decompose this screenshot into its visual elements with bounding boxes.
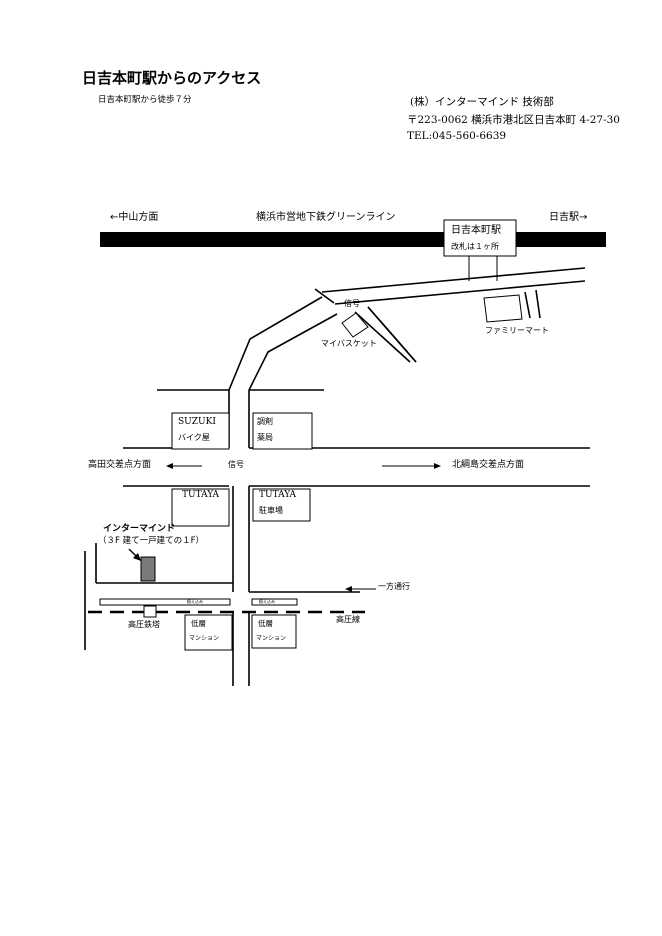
tutaya-parking-label-2: 駐車場 (259, 506, 283, 515)
station-box (443, 219, 517, 257)
power-tower (143, 605, 157, 618)
tower-label: 高圧鉄塔 (128, 620, 160, 629)
signal-upper-label: 信号 (344, 299, 360, 308)
page-subtitle: 日吉本町駅から徒歩７分 (98, 95, 192, 105)
left-direction-label: 高田交差点方面 (88, 460, 152, 470)
upper-roads (228, 267, 586, 391)
power-line-label: 高圧線 (336, 615, 360, 624)
one-way-label: 一方通行 (378, 582, 410, 591)
suzuki-label-1: SUZUKI (178, 417, 216, 427)
signal-lower-label: 信号 (228, 460, 244, 469)
mansion-left-building (184, 614, 233, 651)
planting-strip-left (99, 598, 231, 606)
suzuki-building (171, 412, 230, 450)
company-address: 〒223-0062 横浜市港北区日吉本町 4-27-30 (407, 114, 620, 126)
station-name-label: 日吉本町駅 (451, 225, 501, 236)
familymart-building (483, 294, 523, 323)
tutaya-label: TUTAYA (182, 490, 219, 500)
right-direction-label: 北綱島交差点方面 (452, 460, 525, 470)
railway-name-label: 横浜市営地下鉄グリーンライン (256, 212, 396, 223)
office-note-label: （３F 建て一戸建ての１F） (98, 536, 204, 546)
railway-left-label: ←中山方面 (110, 212, 159, 223)
company-tel: TEL:045-560-6639 (407, 130, 507, 142)
page-title: 日吉本町駅からのアクセス (82, 69, 262, 87)
mybasket-label: マイバスケット (321, 339, 377, 348)
office-name-label: インターマインド (103, 524, 176, 534)
company-name: (株）インターマインド 技術部 (410, 96, 554, 108)
mansion-right-label-2: マンション (256, 635, 287, 642)
tutaya-building (171, 488, 230, 527)
railway-line (100, 232, 606, 247)
pharmacy-label-2: 薬局 (257, 433, 273, 442)
familymart-label: ファミリーマート (485, 326, 549, 335)
tutaya-parking (252, 488, 311, 522)
station-note-label: 改札は１ヶ所 (451, 242, 499, 251)
mansion-right-label-1: 低層 (258, 619, 273, 628)
mansion-left-label-1: 低層 (191, 619, 206, 628)
planting-left-label: 植え込み (187, 599, 203, 604)
suzuki-label-2: バイク屋 (178, 433, 210, 442)
mybasket-building (341, 312, 369, 338)
pharmacy-label-1: 調剤 (257, 417, 273, 426)
tutaya-parking-label-1: TUTAYA (259, 490, 296, 500)
planting-right-label: 植え込み (259, 599, 275, 604)
railway-right-label: 日吉駅→ (549, 212, 588, 223)
pharmacy-building (252, 412, 313, 450)
mansion-right-building (251, 614, 297, 649)
mansion-left-label-2: マンション (189, 635, 220, 642)
planting-strip-right (251, 598, 298, 606)
intermind-office (140, 556, 156, 582)
